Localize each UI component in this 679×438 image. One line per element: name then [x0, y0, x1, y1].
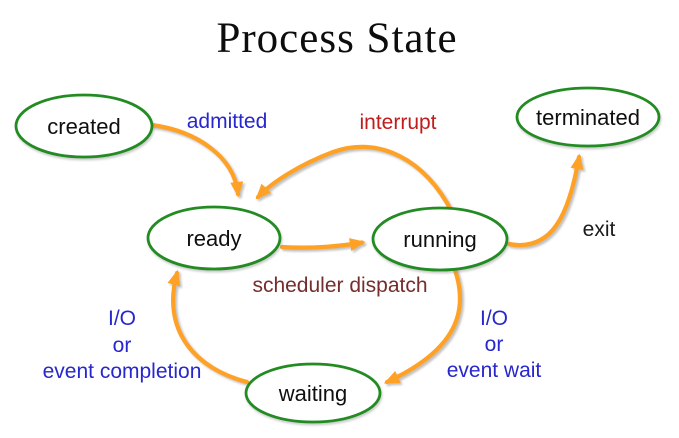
edge-admitted-arrow	[149, 122, 244, 198]
edge-interrupt-arrow	[255, 144, 455, 215]
node-terminated-label: terminated	[536, 105, 640, 130]
node-waiting-label: waiting	[278, 381, 347, 406]
edge-interrupt-label: interrupt	[359, 111, 436, 134]
node-waiting-ellipse	[244, 362, 382, 424]
node-terminated: terminated	[515, 86, 661, 148]
edges-layer	[149, 122, 584, 385]
nodes-layer: created terminated ready running waiting	[14, 86, 661, 424]
edge-exit-label: exit	[583, 218, 616, 241]
edge-event-wait-arrow	[383, 267, 463, 385]
edge-event-completion-line1: I/O	[108, 307, 136, 330]
node-created-label: created	[47, 114, 120, 139]
edge-event-wait-line1: I/O	[480, 307, 508, 330]
node-terminated-ellipse	[515, 86, 661, 148]
edge-exit-arrow	[506, 153, 584, 248]
edge-event-wait-label: I/O or event wait	[447, 307, 542, 382]
node-ready-label: ready	[186, 226, 241, 251]
page-title: Process State	[216, 15, 457, 62]
edge-scheduler-dispatch-label: scheduler dispatch	[252, 274, 427, 297]
node-created: created	[14, 93, 154, 159]
edge-scheduler-dispatch-arrow	[279, 238, 366, 251]
edge-admitted-label: admitted	[187, 110, 268, 133]
edge-event-completion-line2: or	[113, 334, 132, 357]
node-running-ellipse	[371, 206, 509, 272]
edge-labels-layer: admitted interrupt scheduler dispatch ex…	[43, 110, 616, 383]
node-ready-ellipse	[146, 205, 282, 271]
edge-event-completion-arrow	[167, 269, 250, 385]
node-waiting: waiting	[244, 362, 382, 424]
node-ready: ready	[146, 205, 282, 271]
node-running: running	[371, 206, 509, 272]
node-running-label: running	[403, 227, 476, 252]
edge-event-completion-label: I/O or event completion	[43, 307, 202, 383]
edge-event-completion-line3: event completion	[43, 360, 202, 383]
edge-event-wait-line2: or	[485, 333, 504, 356]
edge-event-wait-line3: event wait	[447, 359, 542, 382]
node-created-ellipse	[14, 93, 154, 159]
